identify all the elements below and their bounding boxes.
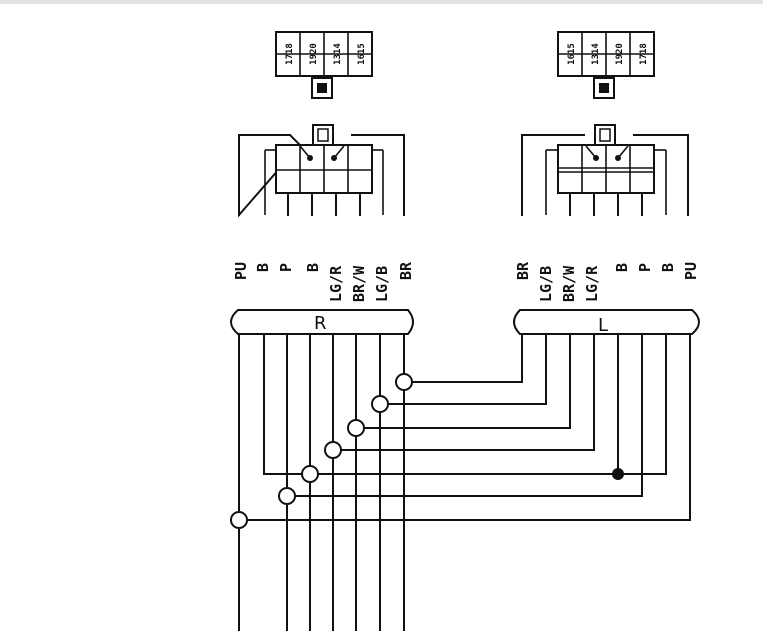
pin-number: 1920 bbox=[309, 43, 319, 65]
wire-label: PU bbox=[232, 262, 250, 280]
splice-point bbox=[347, 419, 365, 437]
pin-number: 1718 bbox=[285, 43, 295, 65]
wire-label: LG/R bbox=[327, 265, 345, 302]
left-connector bbox=[238, 124, 405, 218]
wire-label: BR/W bbox=[560, 265, 578, 302]
wire-label: BR bbox=[397, 261, 415, 280]
pin-number: 1314 bbox=[591, 43, 601, 65]
wire-label: B bbox=[254, 263, 272, 272]
harness-label-l: L bbox=[598, 315, 608, 336]
wire-label: P bbox=[636, 263, 654, 272]
pin-number: 1718 bbox=[639, 43, 649, 65]
splice-point bbox=[301, 465, 319, 483]
key-marker bbox=[599, 83, 609, 93]
right-wire-labels: BR LG/B BR/W LG/R B P B PU bbox=[514, 261, 700, 302]
wire-label: B bbox=[304, 263, 322, 272]
right-pin-numbers: 1615 1314 1920 1718 bbox=[567, 43, 649, 65]
wire-label: LG/B bbox=[537, 266, 555, 302]
wire-label: B bbox=[613, 263, 631, 272]
left-wire-labels: PU B P B LG/R BR/W LG/B BR bbox=[232, 261, 415, 302]
wire-label: LG/B bbox=[373, 266, 391, 302]
splice-points bbox=[230, 373, 624, 529]
junction-dot bbox=[612, 468, 624, 480]
splice-point bbox=[230, 511, 248, 529]
wire-label: BR bbox=[514, 261, 532, 280]
harness-label-r: R bbox=[314, 313, 327, 334]
harness-bar-r: R bbox=[230, 309, 414, 335]
pin-number: 1920 bbox=[615, 43, 625, 65]
left-pin-numbers: 1718 1920 1314 1615 bbox=[285, 43, 367, 65]
wire-label: P bbox=[277, 263, 295, 272]
splice-point bbox=[278, 487, 296, 505]
wiring bbox=[238, 333, 691, 631]
harness-bar-l: L bbox=[513, 309, 700, 336]
right-connector bbox=[521, 124, 689, 216]
splice-point bbox=[371, 395, 389, 413]
splice-point bbox=[324, 441, 342, 459]
splice-point bbox=[395, 373, 413, 391]
pin-number: 1615 bbox=[567, 43, 577, 65]
top-border bbox=[0, 0, 763, 4]
left-pin-number-box: 1718 1920 1314 1615 bbox=[275, 31, 373, 99]
pin-number: 1615 bbox=[357, 43, 367, 65]
key-marker bbox=[317, 83, 327, 93]
wire-label: BR/W bbox=[350, 265, 368, 302]
wire-label: PU bbox=[682, 262, 700, 280]
pin-number: 1314 bbox=[333, 43, 343, 65]
right-pin-number-box: 1615 1314 1920 1718 bbox=[557, 31, 655, 99]
wire-label: B bbox=[659, 263, 677, 272]
wire-label: LG/R bbox=[583, 265, 601, 302]
